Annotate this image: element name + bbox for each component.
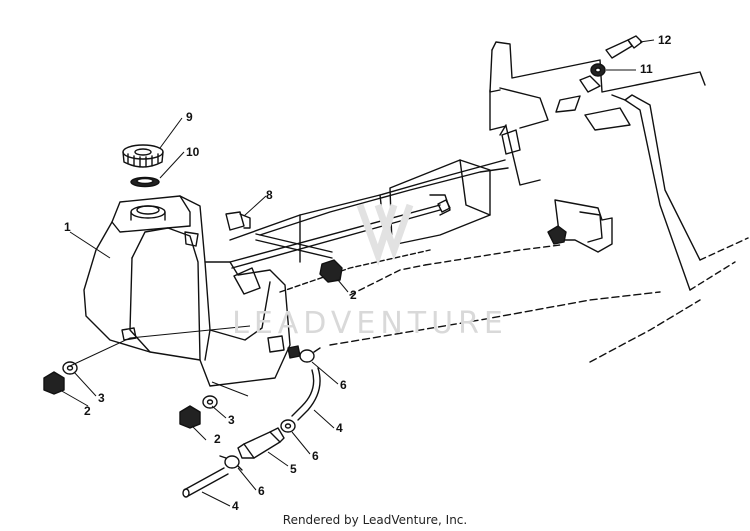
- fuel-tank: [83, 195, 291, 387]
- nut-bottom: [179, 405, 201, 429]
- callout-3-bottom: 3: [228, 413, 235, 427]
- callout-2-bottom: 2: [214, 432, 221, 446]
- nut-upper: [319, 259, 343, 283]
- cap-gasket: [130, 176, 160, 188]
- callout-4-upper: 4: [336, 421, 343, 435]
- upper-washer: [579, 63, 606, 93]
- callout-2-left: 2: [84, 404, 91, 418]
- watermark-text: LEADVENTURE: [232, 306, 508, 341]
- rear-bracket: [554, 199, 613, 253]
- callout-11: 11: [640, 62, 653, 76]
- callout-10: 10: [186, 145, 200, 159]
- callout-5: 5: [290, 462, 297, 476]
- fuel-hose-upper: [291, 367, 321, 421]
- fuel-cap: [122, 144, 164, 168]
- callout-6-upper: 6: [340, 378, 347, 392]
- frame-outline: [229, 41, 749, 363]
- washer-bottom: [202, 395, 218, 409]
- callout-4-lower: 4: [232, 499, 239, 513]
- rear-nut: [547, 225, 567, 245]
- callout-3-left: 3: [98, 391, 105, 405]
- nut-left: [43, 371, 65, 395]
- callout-labels: 1 2 2 2 3 3 4 4 5 6 6 6 8 9 10 11 12: [64, 33, 672, 513]
- footer-credit: Rendered by LeadVenture, Inc.: [282, 513, 468, 527]
- hose-clamp-lower: [219, 455, 243, 471]
- filler-neck: [130, 205, 166, 221]
- callout-6-mid: 6: [312, 449, 319, 463]
- watermark: LEADVENTURE: [232, 203, 508, 341]
- callout-1: 1: [64, 220, 71, 234]
- fuel-filter: [237, 427, 285, 459]
- leader-lines: [59, 39, 655, 507]
- center-bracket: [389, 124, 521, 246]
- callout-12: 12: [658, 33, 672, 47]
- outlet-clamp: [287, 345, 321, 363]
- callout-9: 9: [186, 110, 193, 124]
- hose-clamp-mid: [280, 419, 296, 433]
- upper-bolt: [605, 35, 643, 59]
- callout-6-lower: 6: [258, 484, 265, 498]
- vent-fitting: [225, 211, 333, 259]
- callout-2-upper: 2: [350, 288, 357, 302]
- callout-8: 8: [266, 188, 273, 202]
- fuel-hose-lower: [182, 467, 229, 498]
